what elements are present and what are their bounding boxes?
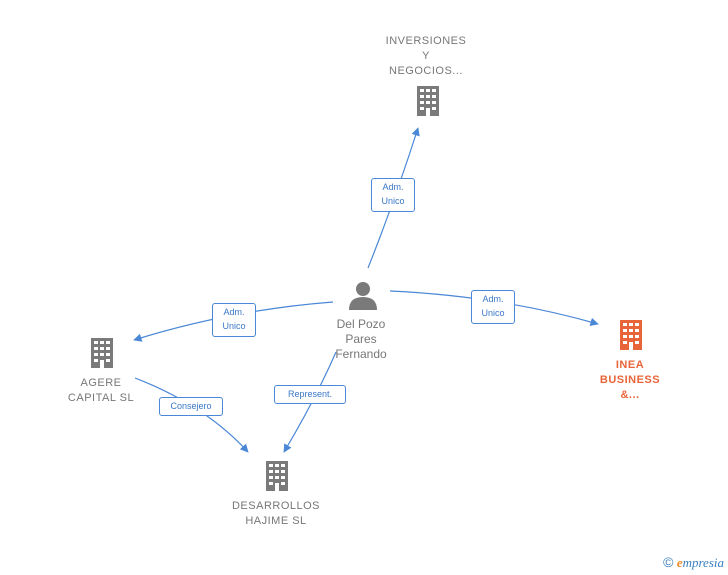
node-label-desarrollos[interactable]: DESARROLLOS HAJIME SL [231, 500, 321, 527]
building-icon-inea[interactable] [620, 320, 642, 350]
node-label-agere[interactable]: AGERE CAPITAL SL [67, 377, 135, 404]
footer-brand[interactable]: © empresia [663, 554, 724, 571]
node-label-inea[interactable]: INEA BUSINESS &... [599, 359, 661, 401]
node-label-person[interactable]: Del Pozo Pares Fernando [335, 317, 387, 361]
building-icon-inversiones[interactable] [417, 86, 439, 116]
edge-label-to-desarrollos: Represent. [274, 385, 346, 404]
building-icon-agere[interactable] [91, 338, 113, 368]
edge-label-agere-desarrollos: Consejero [159, 397, 223, 416]
edge-label-to-inea: Adm. Unico [471, 290, 515, 324]
brand-logo: empresia [676, 555, 724, 570]
edge-label-to-agere: Adm. Unico [212, 303, 256, 337]
building-icon-desarrollos[interactable] [266, 461, 288, 491]
node-label-inversiones[interactable]: INVERSIONES Y NEGOCIOS... [385, 35, 467, 77]
person-icon[interactable] [349, 282, 377, 310]
copyright-icon: © [663, 554, 674, 570]
edge-label-to-inversiones: Adm. Unico [371, 178, 415, 212]
